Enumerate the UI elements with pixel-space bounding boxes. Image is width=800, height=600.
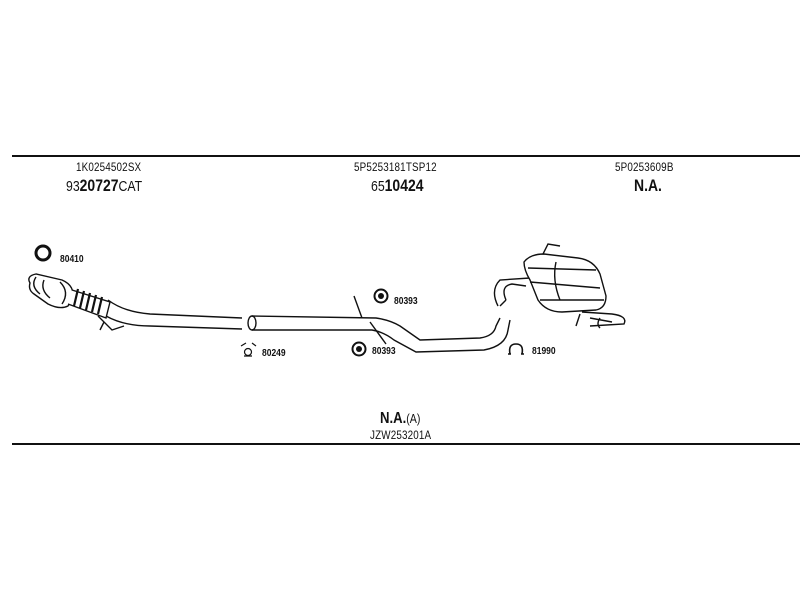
gasket-ring-icon	[34, 244, 52, 262]
part-label-hanger: 81990	[532, 346, 556, 357]
section-1-code: 9320727CAT	[66, 176, 143, 195]
top-divider	[12, 155, 800, 157]
section-3-code: N.A.	[634, 176, 662, 195]
section-2-code: 6510424	[371, 176, 424, 195]
bottom-divider	[12, 443, 800, 445]
part-label-mount-upper: 80393	[394, 296, 418, 307]
rubber-mount-icon	[351, 341, 367, 357]
rear-silencer	[493, 243, 626, 329]
section-1-part-number: 1K0254502SX	[76, 160, 142, 174]
rubber-mount-icon	[373, 288, 389, 304]
hanger-icon	[508, 343, 524, 355]
catalytic-converter-assembly	[28, 273, 243, 331]
part-label-gasket: 80410	[60, 254, 84, 265]
section-2-part-number: 5P5253181TSP12	[354, 160, 437, 174]
part-label-mount-lower: 80393	[372, 346, 396, 357]
center-pipe	[247, 295, 511, 353]
clamp-icon	[240, 342, 257, 357]
footer-code: N.A.(A)	[380, 410, 421, 427]
part-label-clamp: 80249	[262, 348, 286, 359]
section-3-part-number: 5P0253609B	[615, 160, 674, 174]
footer-kit-number: JZW253201A	[370, 428, 432, 442]
